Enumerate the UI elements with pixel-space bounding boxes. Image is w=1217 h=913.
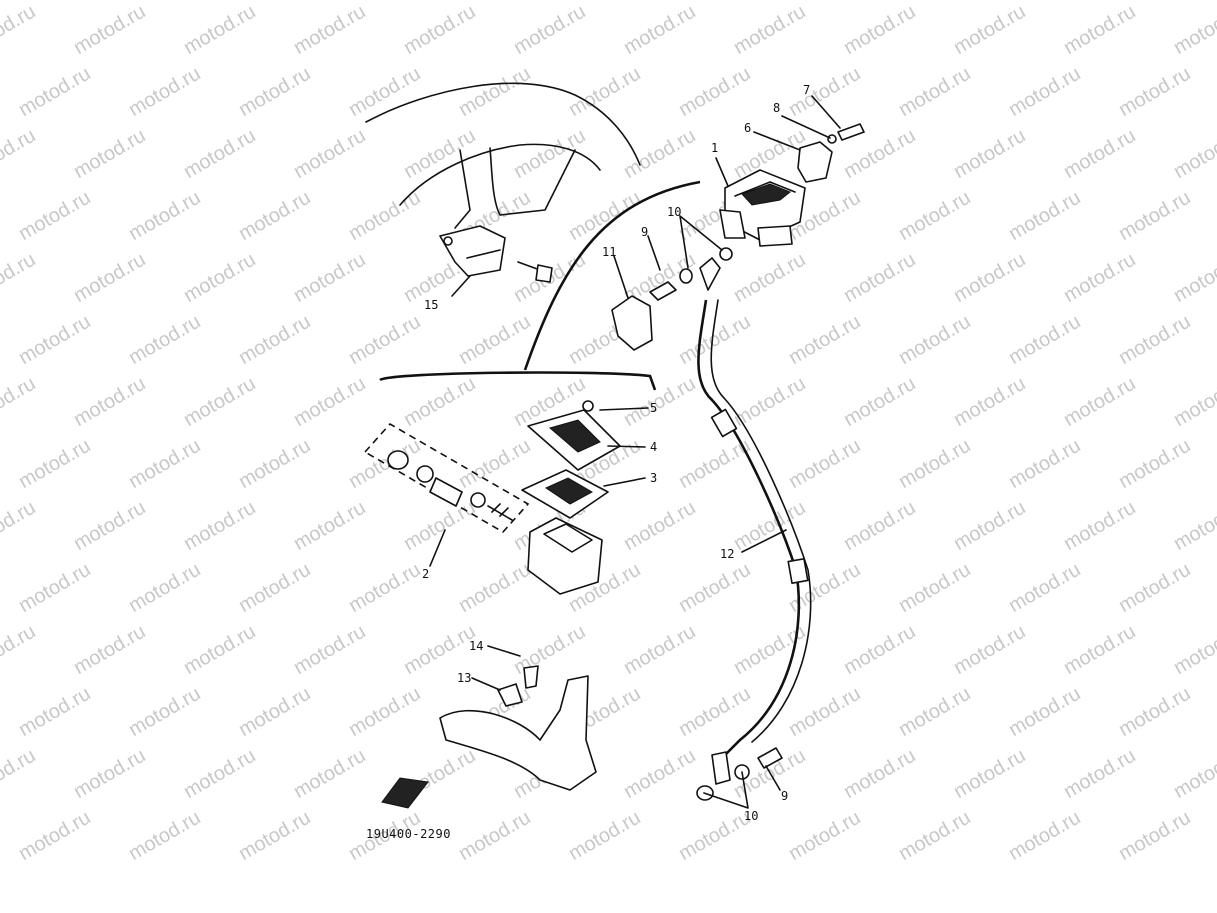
banjo-fittings-top: [611, 247, 733, 351]
brake-switch-assembly: [439, 665, 597, 791]
callout-9-bottom: 9: [781, 789, 789, 803]
handlebar-bracket: [439, 225, 553, 283]
master-cylinder-assembly: [719, 123, 865, 247]
diagram-code: 19U400-2290: [366, 827, 451, 841]
forward-arrow: [381, 777, 429, 809]
callout-9-top: 9: [641, 225, 649, 239]
callout-7: 7: [803, 83, 811, 97]
callout-8: 8: [773, 101, 781, 115]
callout-4: 4: [650, 440, 658, 454]
callout-1: 1: [711, 141, 719, 155]
callout-11: 11: [602, 245, 617, 259]
callout-14: 14: [469, 639, 484, 653]
callout-10-bottom: 10: [744, 809, 759, 823]
callout-13: 13: [457, 671, 472, 685]
reservoir-parts: [521, 400, 621, 595]
callout-15: 15: [424, 298, 439, 312]
callout-10-top: 10: [667, 205, 682, 219]
piston-kit: [363, 422, 530, 534]
detail-bracket: [379, 371, 657, 391]
banjo-fittings-bottom: [696, 747, 783, 801]
brake-line-arc: [523, 180, 701, 371]
callout-3: 3: [650, 471, 658, 485]
callout-6: 6: [744, 121, 752, 135]
callout-5: 5: [650, 401, 658, 415]
fairing-outline: [365, 82, 641, 229]
leader-lines: [429, 95, 841, 809]
brake-hose: [697, 299, 812, 761]
callout-12: 12: [720, 547, 735, 561]
callout-2: 2: [422, 567, 430, 581]
